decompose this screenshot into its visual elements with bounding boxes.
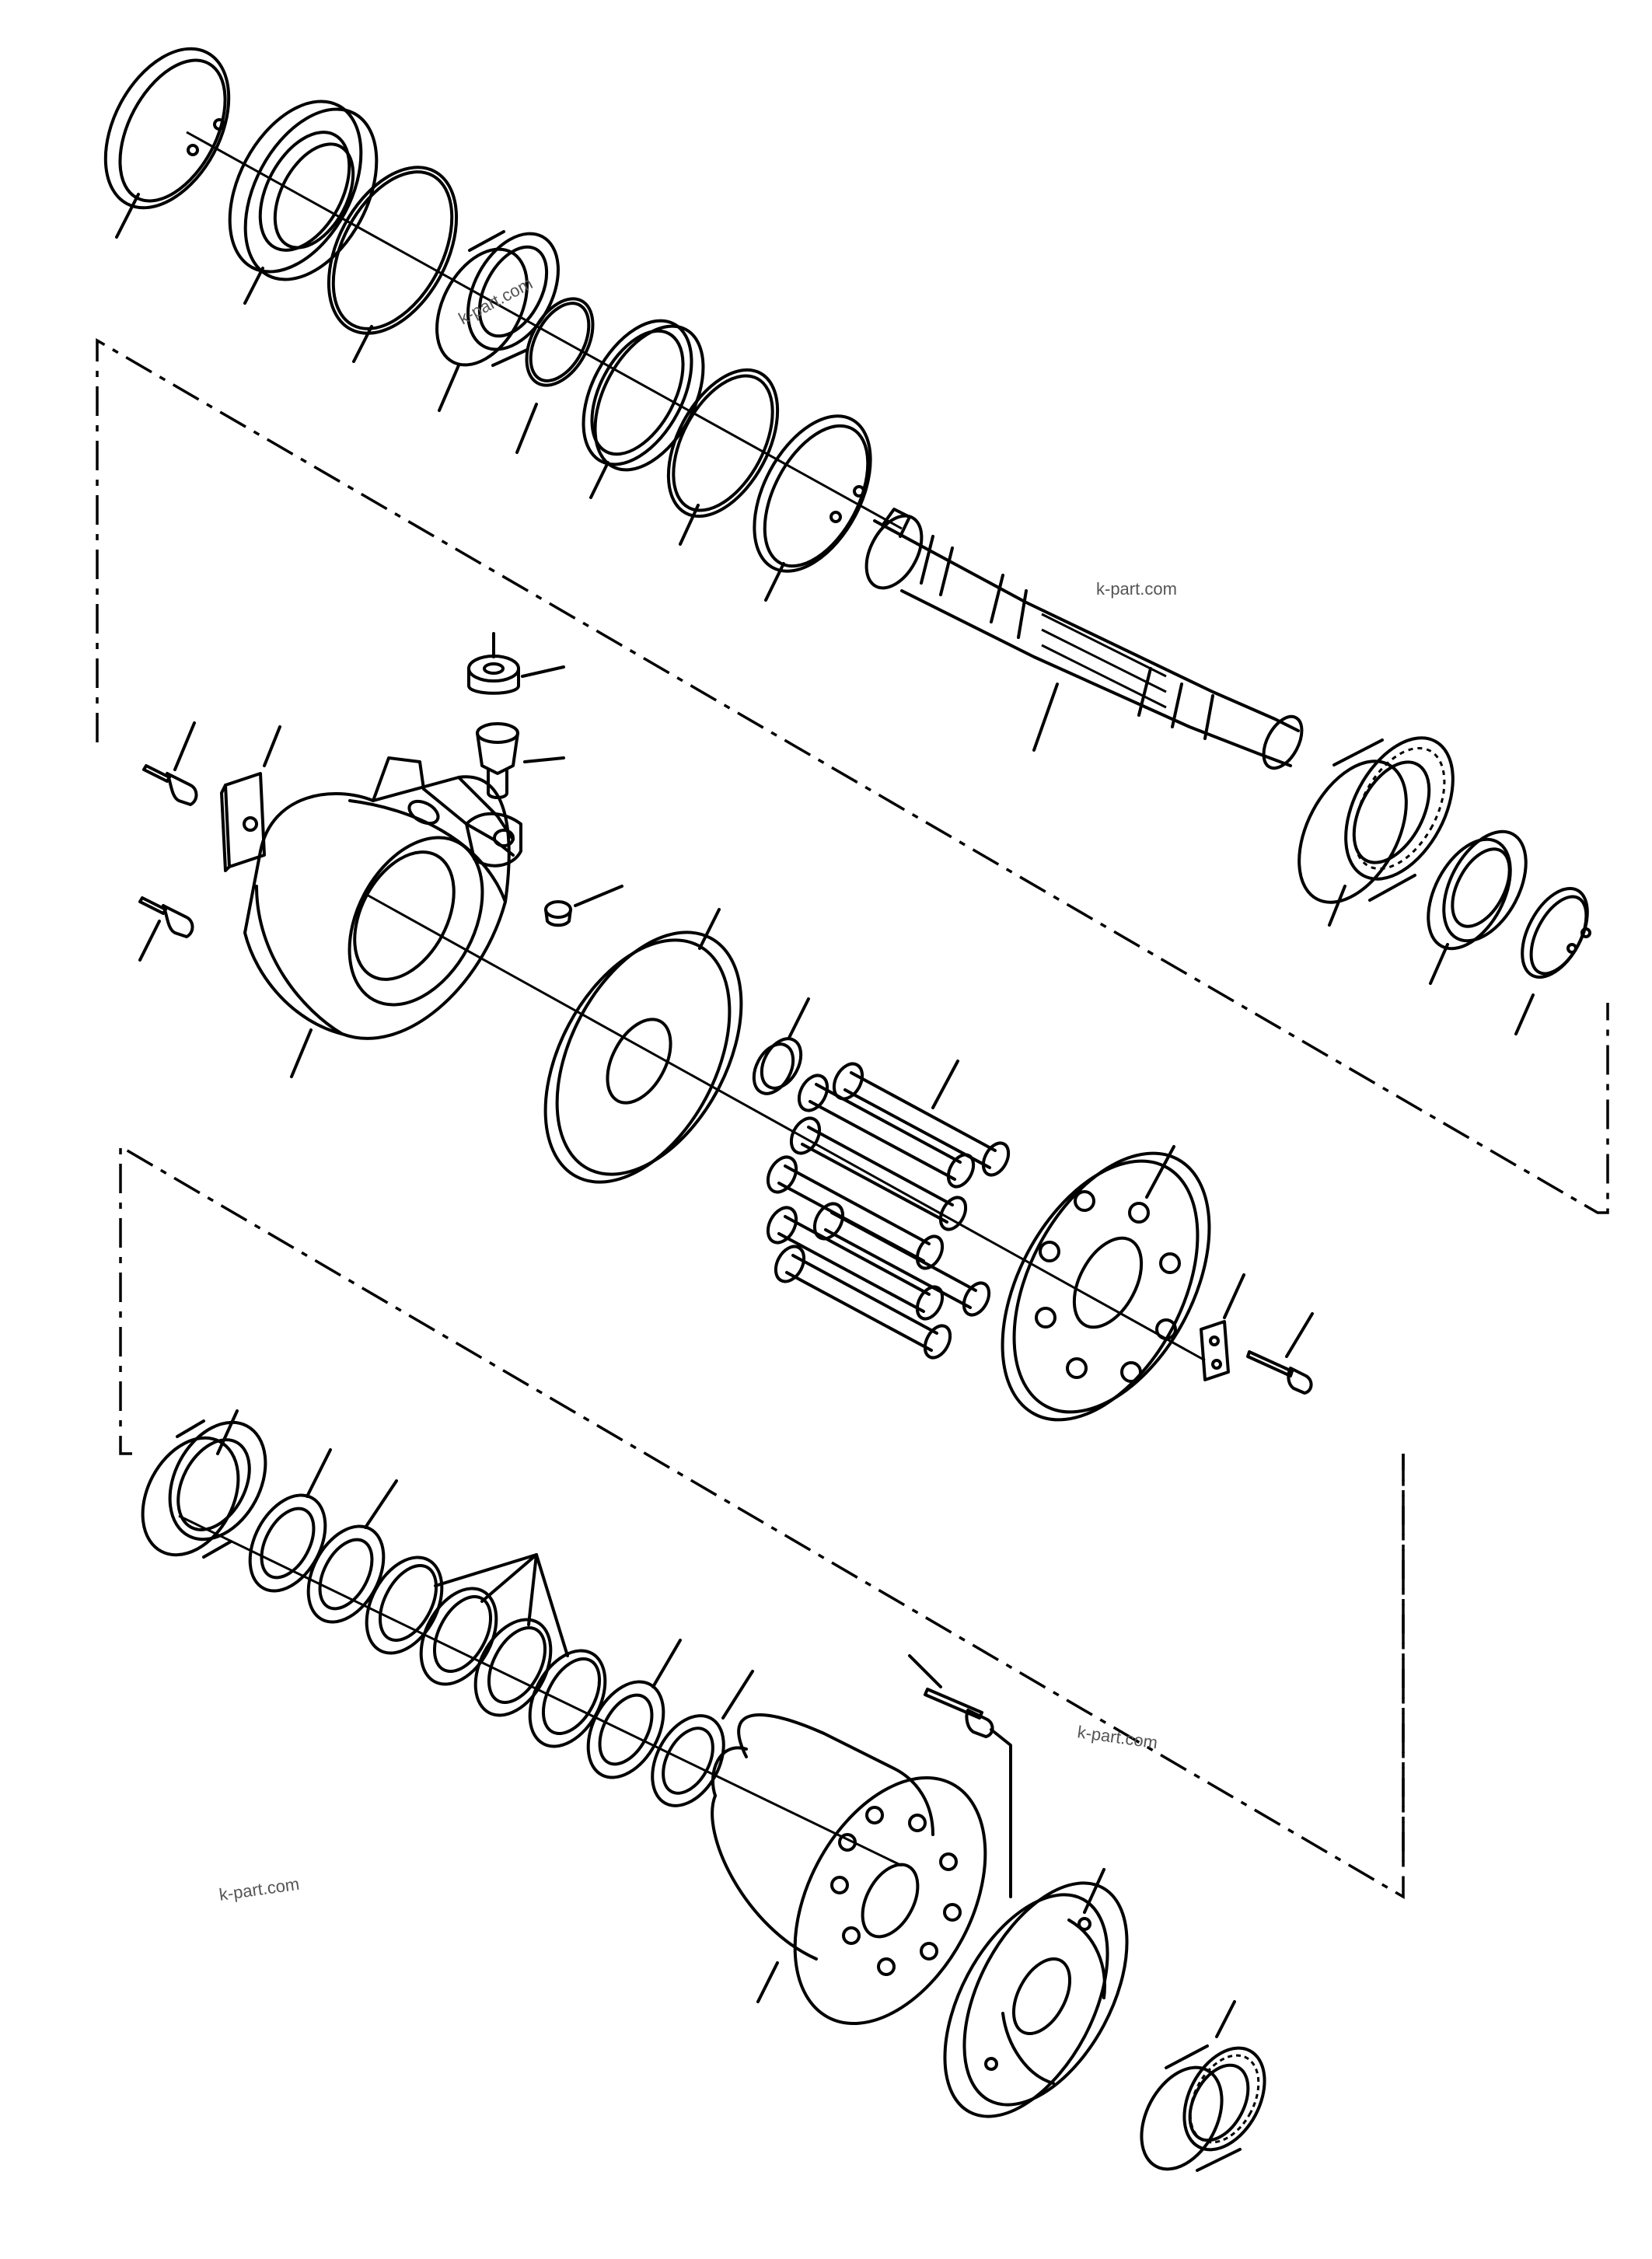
leader-bearing-race-upper — [438, 364, 460, 412]
spherical-bushing — [752, 1037, 803, 1095]
leader-ball-bearing-front — [1328, 885, 1346, 927]
upper-group-frame — [96, 337, 1609, 1214]
leader-cylinder-bushing — [216, 1409, 239, 1455]
leader-bolt-upper-left — [173, 721, 196, 771]
disc-spring-2 — [419, 1587, 498, 1686]
leader-shim-1 — [306, 1448, 332, 1498]
tilting-arm — [465, 812, 522, 868]
shim-4 — [651, 1714, 725, 1807]
lock-plate — [1200, 1320, 1230, 1381]
bolt-lower-left — [138, 896, 194, 938]
snap-ring-1 — [103, 47, 231, 210]
middle-axis-line — [365, 892, 1206, 1362]
watermark-3: k-part.com — [1076, 1722, 1158, 1752]
retainer-plate — [1001, 1151, 1211, 1422]
leader-shim-3 — [651, 1639, 682, 1688]
leader-bolt-lower-left — [138, 920, 161, 962]
disc-spring-3 — [473, 1618, 553, 1717]
pin — [476, 722, 519, 799]
leader-drive-shaft — [1032, 683, 1059, 752]
valve-plate — [943, 1881, 1129, 2118]
cylinder-bushing — [141, 1419, 267, 1559]
bolt-lower — [924, 1688, 994, 1738]
leader-bolt-lower-to-valve — [990, 1728, 1012, 1898]
lower-axis-line — [178, 1514, 903, 1867]
leader-backup-ring — [679, 504, 700, 546]
leader-small-screw — [574, 885, 623, 907]
ball-bearing-front — [1298, 736, 1455, 904]
o-ring-large — [327, 166, 459, 335]
shim-3 — [586, 1680, 665, 1779]
leader-bolt-lower — [908, 1654, 942, 1688]
small-screw — [544, 900, 572, 927]
leader-spherical-bushing — [788, 997, 810, 1039]
leader-snap-ring-1 — [115, 193, 140, 239]
drive-shaft — [864, 508, 1304, 770]
leader-swash-plate-cradle — [290, 1028, 313, 1078]
bushing — [467, 655, 520, 695]
leader-mounting-bracket — [263, 725, 281, 767]
watermark-4: k-part.com — [218, 1874, 300, 1905]
leader-pin — [523, 756, 565, 763]
upper-axis-line — [186, 131, 903, 530]
disc-spring-1 — [365, 1555, 444, 1655]
bolt-retainer — [1246, 1350, 1313, 1395]
spacer-ring — [1427, 829, 1528, 951]
leader-o-ring-large — [352, 325, 373, 363]
leader-retainer-plate — [1145, 1145, 1175, 1199]
leader-valve-plate — [1083, 1868, 1105, 1914]
snap-ring-2 — [753, 414, 872, 573]
snap-ring-3 — [1521, 886, 1591, 979]
roller-bearing-rear — [1140, 2044, 1266, 2172]
leader-bolt-retainer — [1285, 1312, 1314, 1358]
disc-springs-leaders — [434, 1553, 569, 1657]
shim-2 — [306, 1524, 386, 1624]
swash-plate-cradle — [243, 756, 515, 1040]
leader-bushing — [521, 665, 565, 678]
leader-piston-assembly — [931, 1060, 959, 1109]
leader-spacer-ring — [1429, 943, 1449, 985]
shoe-plate — [543, 930, 743, 1184]
o-ring-small — [525, 297, 595, 387]
backup-ring — [666, 368, 780, 518]
bolt-upper-left — [142, 764, 198, 806]
cylinder-block — [711, 1713, 987, 2025]
watermark-2: k-part.com — [1096, 579, 1177, 599]
leader-o-ring-small — [515, 403, 538, 454]
leader-cylinder-block — [756, 1961, 779, 2003]
leader-snap-ring-2 — [764, 562, 785, 602]
mounting-bracket — [220, 772, 266, 872]
oil-seal — [228, 100, 379, 281]
leader-retainer-ring — [589, 461, 609, 499]
leader-roller-bearing-rear — [1215, 2000, 1236, 2038]
leader-shim-4 — [721, 1670, 754, 1720]
leader-snap-ring-3 — [1514, 993, 1535, 1035]
leader-oil-seal — [243, 267, 264, 305]
piston-assembly — [766, 1062, 1011, 1360]
leader-shoe-plate — [698, 908, 721, 950]
leader-lock-plate — [1223, 1273, 1245, 1319]
leader-shim-2 — [364, 1479, 398, 1529]
